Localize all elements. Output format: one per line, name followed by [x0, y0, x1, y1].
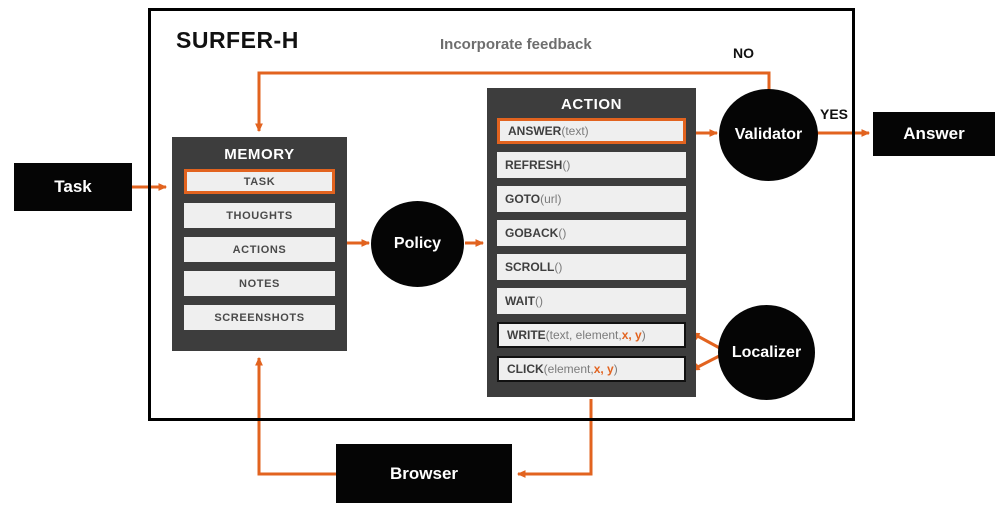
- task-node-label: Task: [54, 177, 92, 196]
- memory-slot-notes[interactable]: NOTES: [184, 271, 335, 296]
- action-slot-answer[interactable]: ANSWER(text): [497, 118, 686, 144]
- action-fn-coords: x, y: [621, 328, 642, 342]
- branch-yes-label: YES: [820, 106, 849, 122]
- action-fn-coords: x, y: [593, 362, 614, 376]
- action-slot-wait[interactable]: WAIT(): [497, 288, 686, 314]
- action-slot-click[interactable]: CLICK(element, x, y): [497, 356, 686, 382]
- validator-node-label: Validator: [734, 126, 803, 143]
- policy-node-label: Policy: [393, 235, 442, 252]
- memory-slot-actions[interactable]: ACTIONS: [184, 237, 335, 262]
- action-fn-args: (text, element,: [545, 328, 622, 342]
- memory-title: MEMORY: [224, 146, 295, 163]
- memory-slot-label: THOUGHTS: [226, 209, 293, 222]
- browser-node-label: Browser: [389, 463, 459, 483]
- validator-node[interactable]: Validator: [719, 89, 818, 181]
- action-slot-scroll[interactable]: SCROLL(): [497, 254, 686, 280]
- action-fn-args: (): [535, 294, 543, 308]
- policy-node[interactable]: Policy: [371, 201, 464, 287]
- action-fn-args: (): [554, 260, 563, 274]
- action-fn-name: GOTO: [505, 192, 541, 206]
- memory-slot-task[interactable]: TASK: [184, 169, 335, 194]
- action-slot-goback[interactable]: GOBACK(): [497, 220, 686, 246]
- memory-slot-thoughts[interactable]: THOUGHTS: [184, 203, 335, 228]
- localizer-node[interactable]: Localizer: [718, 305, 815, 400]
- action-fn-args-tail: ): [641, 328, 646, 342]
- action-fn-name: SCROLL: [505, 260, 555, 274]
- action-fn-name: WRITE: [507, 328, 546, 342]
- action-fn-args: (): [562, 158, 571, 172]
- action-fn-name: CLICK: [507, 362, 544, 376]
- memory-slot-label: NOTES: [239, 277, 280, 290]
- wire-browser-to-memory: [255, 356, 336, 476]
- action-title: ACTION: [560, 96, 623, 113]
- action-panel: ACTION ANSWER(text)REFRESH()GOTO(url)GOB…: [487, 88, 696, 397]
- feedback-label: Incorporate feedback: [440, 36, 592, 53]
- action-fn-name: GOBACK: [505, 226, 559, 240]
- page-title: SURFER-H: [176, 27, 299, 53]
- action-fn-name: ANSWER: [508, 124, 562, 138]
- memory-slot-label: SCREENSHOTS: [214, 311, 305, 324]
- action-slot-refresh[interactable]: REFRESH(): [497, 152, 686, 178]
- action-slot-write[interactable]: WRITE(text, element, x, y): [497, 322, 686, 348]
- system-boundary: [148, 8, 855, 421]
- localizer-node-label: Localizer: [731, 343, 802, 361]
- memory-slot-screenshots[interactable]: SCREENSHOTS: [184, 305, 335, 330]
- wire-feedback-loop: [255, 71, 771, 133]
- action-fn-args-tail: ): [613, 362, 618, 376]
- browser-node[interactable]: Browser: [336, 444, 512, 503]
- action-fn-name: WAIT: [505, 294, 535, 308]
- memory-slot-label: TASK: [243, 175, 276, 188]
- action-fn-args: (text): [561, 124, 589, 138]
- answer-node-label: Answer: [903, 124, 965, 143]
- task-node[interactable]: Task: [14, 163, 132, 211]
- answer-node[interactable]: Answer: [873, 112, 995, 156]
- branch-no-label: NO: [733, 45, 754, 61]
- action-fn-name: REFRESH: [505, 158, 563, 172]
- action-slot-goto[interactable]: GOTO(url): [497, 186, 686, 212]
- memory-slot-label: ACTIONS: [232, 243, 287, 256]
- action-fn-args: (element,: [543, 362, 594, 376]
- memory-panel: MEMORY TASK THOUGHTS ACTIONS NOTES SCREENSHO…: [172, 137, 347, 351]
- action-fn-args: (): [558, 226, 567, 240]
- action-fn-args: (url): [540, 192, 562, 206]
- wire-action-to-browser: [516, 399, 593, 478]
